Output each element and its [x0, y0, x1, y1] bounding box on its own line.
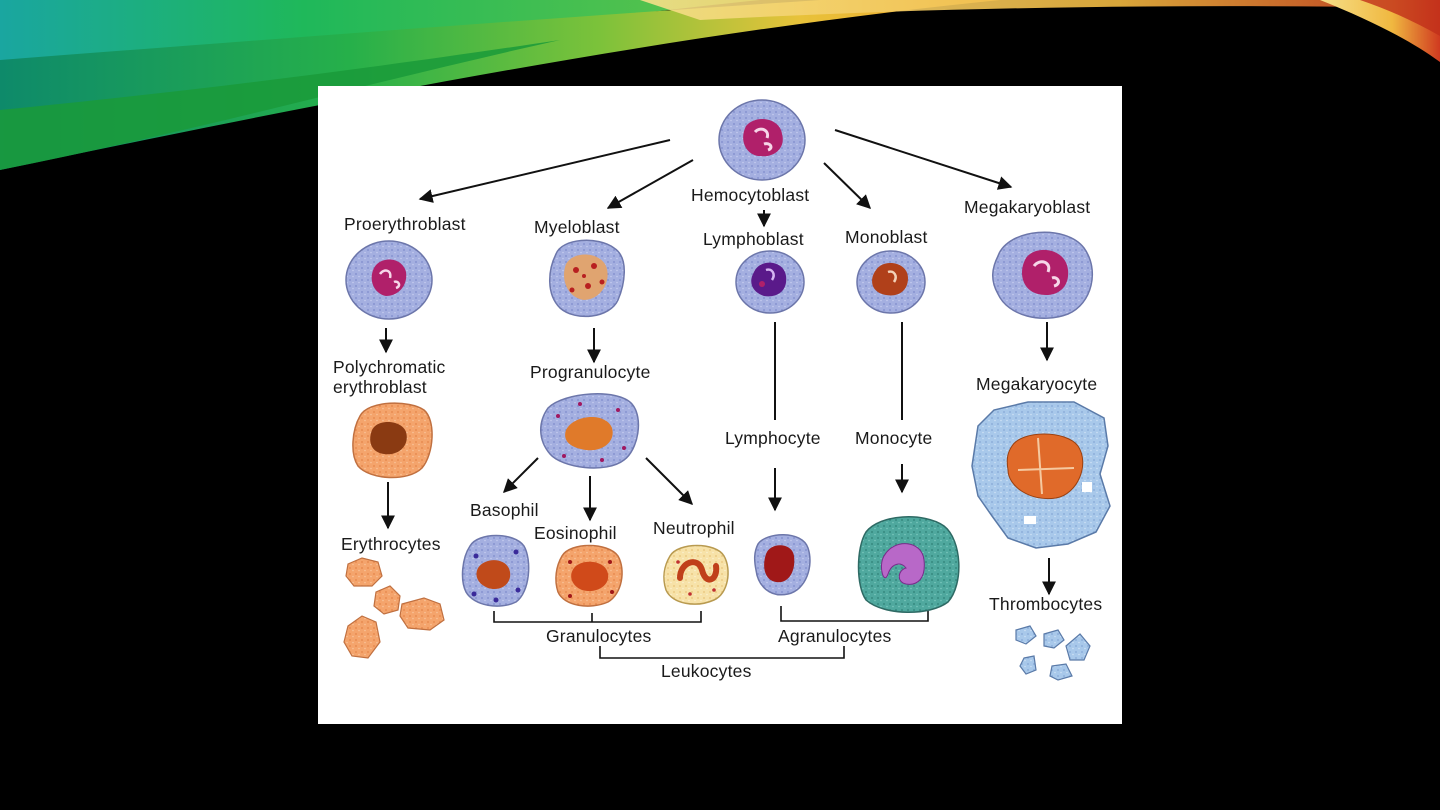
polychromatic-erythroblast-cell	[352, 402, 433, 479]
label-erythroblast: erythroblast	[333, 377, 427, 397]
neutrophil-cell	[663, 544, 729, 605]
label-agranulocytes: Agranulocytes	[778, 626, 892, 646]
hematopoiesis-figure: Hemocytoblast Proerythroblast Myeloblast…	[318, 86, 1122, 724]
progranulocyte-cell	[540, 393, 640, 469]
lymphocyte-cell	[753, 534, 811, 596]
label-polychromatic: Polychromatic	[333, 357, 446, 377]
hemocytoblast-cell	[718, 99, 806, 181]
decorative-ribbon	[0, 0, 1440, 170]
label-proerythroblast: Proerythroblast	[344, 214, 466, 234]
label-basophil: Basophil	[470, 500, 539, 520]
arrow-to-neutrophil	[645, 457, 693, 505]
arrow-to-myeloblast	[606, 159, 694, 209]
myeloblast-cell	[549, 239, 625, 318]
label-megakaryoblast: Megakaryoblast	[964, 197, 1091, 217]
erythrocytes-group	[343, 557, 445, 659]
lymphoblast-cell	[735, 250, 805, 314]
monocyte-cell	[857, 516, 960, 613]
label-monocyte: Monocyte	[855, 428, 933, 448]
label-erythrocytes: Erythrocytes	[341, 534, 441, 554]
label-megakaryocyte: Megakaryocyte	[976, 374, 1098, 394]
diagram-graphics	[343, 99, 1111, 681]
proerythroblast-cell	[345, 240, 433, 320]
eosinophil-cell	[555, 544, 623, 607]
bracket-leukocytes	[599, 646, 845, 659]
label-neutrophil: Neutrophil	[653, 518, 735, 538]
label-eosinophil: Eosinophil	[534, 523, 617, 543]
arrow-to-basophil	[503, 457, 539, 493]
arrow-to-proerythroblast	[418, 139, 671, 203]
bracket-agranulocytes	[780, 606, 929, 622]
label-lymphoblast: Lymphoblast	[703, 229, 804, 249]
thrombocytes-group	[1015, 625, 1091, 681]
megakaryoblast-cell	[992, 231, 1093, 319]
label-hemocytoblast: Hemocytoblast	[691, 185, 810, 205]
bracket-granulocytes	[493, 611, 702, 623]
label-granulocytes: Granulocytes	[546, 626, 652, 646]
label-monoblast: Monoblast	[845, 227, 928, 247]
arrow-to-monoblast	[823, 162, 872, 209]
label-lymphocyte: Lymphocyte	[725, 428, 821, 448]
label-progranulocyte: Progranulocyte	[530, 362, 651, 382]
label-myeloblast: Myeloblast	[534, 217, 620, 237]
arrow-to-megakaryoblast	[834, 129, 1013, 190]
megakaryocyte-cell	[971, 401, 1111, 549]
basophil-cell	[461, 534, 530, 607]
label-thrombocytes: Thrombocytes	[989, 594, 1103, 614]
monoblast-cell	[856, 250, 926, 314]
label-leukocytes: Leukocytes	[661, 661, 752, 681]
